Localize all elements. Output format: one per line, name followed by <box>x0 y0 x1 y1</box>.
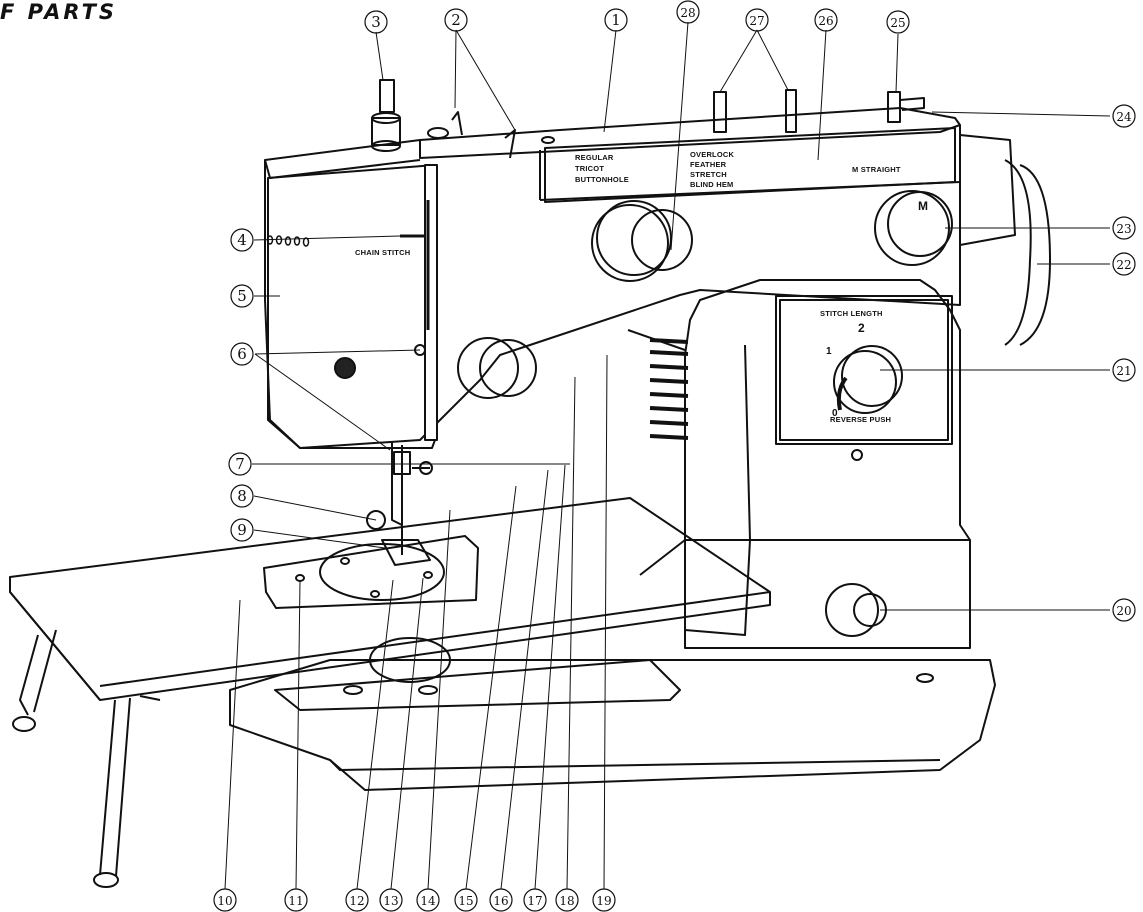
label-buttonhole: BUTTONHOLE <box>575 175 629 184</box>
label-length-2: 2 <box>858 321 865 335</box>
bobbin-winder <box>887 91 925 123</box>
callout-19: 19 <box>596 894 611 908</box>
chain-stitch-dots <box>266 235 310 247</box>
thread-tension-dial[interactable] <box>457 337 537 399</box>
machine-body <box>627 279 971 649</box>
callout-5: 5 <box>237 287 247 305</box>
label-regular: REGULAR <box>575 153 614 162</box>
page-heading: F PARTS <box>0 0 118 24</box>
stitch-width-dial[interactable] <box>874 190 953 266</box>
callout-23: 23 <box>1116 222 1131 236</box>
thread-guides <box>427 111 555 159</box>
needle-plate <box>263 535 479 609</box>
spool-pins <box>713 89 797 133</box>
machine-base <box>229 659 996 791</box>
callout-7: 7 <box>235 455 245 473</box>
hand-wheel <box>959 134 1051 346</box>
callout-26: 26 <box>818 14 833 28</box>
callout-3: 3 <box>371 13 381 31</box>
callout-9: 9 <box>237 521 247 539</box>
label-overlock: OVERLOCK <box>690 150 734 159</box>
leader-lines <box>224 21 1111 890</box>
extension-table <box>9 497 771 701</box>
label-length-1: 1 <box>826 346 832 357</box>
label-chain-stitch: CHAIN STITCH <box>355 248 410 257</box>
bobbin-winder-spindle <box>371 79 401 152</box>
label-blind-hem: BLIND HEM <box>690 180 733 189</box>
vent-slits <box>649 338 689 440</box>
label-dial-m: M <box>918 199 928 213</box>
stitch-pattern-panel <box>544 127 956 203</box>
label-feather: FEATHER <box>690 160 727 169</box>
callout-16: 16 <box>493 894 508 908</box>
label-m-straight: M STRAIGHT <box>852 165 901 174</box>
callout-14: 14 <box>420 894 436 908</box>
callout-21: 21 <box>1116 364 1131 378</box>
face-plate <box>267 164 438 449</box>
callout-10: 10 <box>217 894 232 908</box>
callout-8: 8 <box>237 487 247 505</box>
callout-2: 2 <box>451 11 461 29</box>
callout-12: 12 <box>349 894 364 908</box>
label-stretch: STRETCH <box>690 170 727 179</box>
callout-4: 4 <box>237 231 247 249</box>
callout-20: 20 <box>1116 604 1131 618</box>
needle-assembly <box>366 442 433 566</box>
callout-22: 22 <box>1116 258 1131 272</box>
callout-13: 13 <box>383 894 398 908</box>
label-tricot: TRICOT <box>575 164 604 173</box>
callout-15: 15 <box>458 894 473 908</box>
buttonhole-knob[interactable] <box>825 583 887 637</box>
label-stitch-length: STITCH LENGTH <box>820 309 883 318</box>
table-legs <box>12 629 161 888</box>
callout-11: 11 <box>288 894 303 908</box>
callout-25: 25 <box>890 16 905 30</box>
callout-28: 28 <box>680 6 695 20</box>
callout-1: 1 <box>611 11 621 29</box>
free-arm <box>274 637 681 711</box>
callout-6: 6 <box>237 345 247 363</box>
callout-17: 17 <box>527 894 542 908</box>
callout-18: 18 <box>559 894 574 908</box>
label-reverse-push: REVERSE PUSH <box>830 415 891 424</box>
callout-27: 27 <box>749 14 764 28</box>
callout-24: 24 <box>1116 110 1132 124</box>
label-length-0: 0 <box>832 408 838 419</box>
pattern-selector-dial[interactable] <box>591 200 693 282</box>
